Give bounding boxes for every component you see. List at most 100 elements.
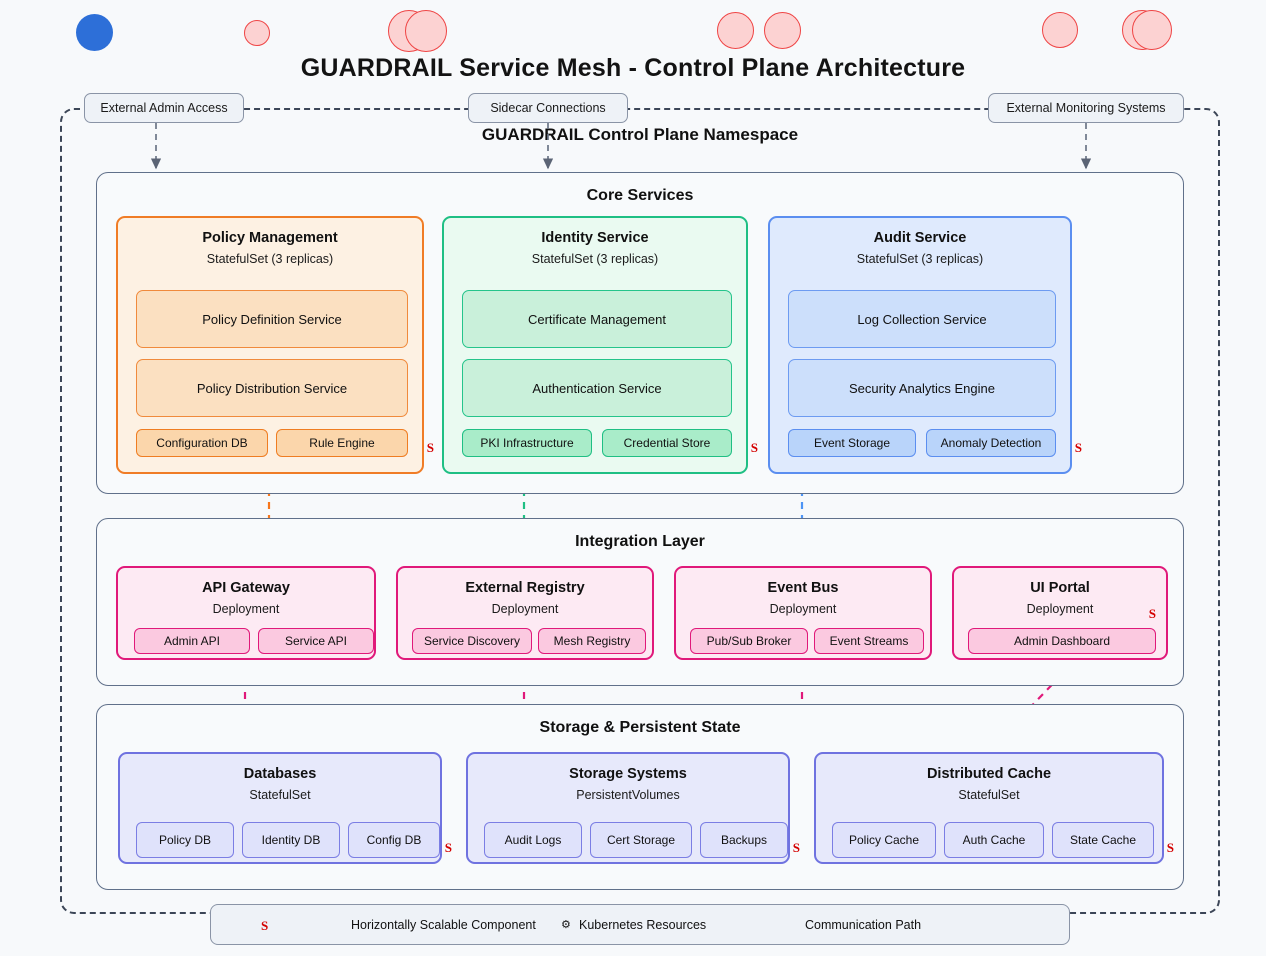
external-label-sidecar-connections[interactable]: Sidecar Connections: [468, 93, 628, 123]
chip-label: Auth Cache: [962, 833, 1026, 847]
card-subtitle-ui-portal: Deployment: [1026, 602, 1094, 616]
decorative-circle-pink-6: [1042, 12, 1078, 48]
chip-state-cache[interactable]: State Cache: [1052, 822, 1154, 858]
chip-pki-infrastructure[interactable]: PKI Infrastructure: [462, 429, 592, 457]
chip-rule-engine[interactable]: Rule Engine: [276, 429, 408, 457]
card-databases[interactable]: Databases StatefulSet Policy DB Identity…: [118, 752, 452, 864]
card-event-bus[interactable]: Event Bus Deployment Pub/Sub Broker Even…: [674, 566, 932, 660]
decorative-circle-blue: [76, 14, 113, 51]
card-title-ui-portal: UI Portal: [1030, 580, 1090, 596]
subservice-log-collection[interactable]: Log Collection Service: [788, 290, 1056, 348]
subservice-certificate-management[interactable]: Certificate Management: [462, 290, 732, 348]
card-subtitle-audit-service: StatefulSet (3 replicas): [856, 252, 984, 266]
chip-label: Admin API: [163, 634, 221, 648]
chip-credential-store[interactable]: Credential Store: [602, 429, 732, 457]
chip-configuration-db[interactable]: Configuration DB: [136, 429, 268, 457]
card-external-registry[interactable]: External Registry Deployment Service Dis…: [396, 566, 654, 660]
chip-anomaly-detection[interactable]: Anomaly Detection: [926, 429, 1056, 457]
card-title-audit-service: Audit Service: [873, 230, 967, 246]
scalable-badge-databases: S: [444, 840, 452, 855]
chip-label: Pub/Sub Broker: [706, 634, 792, 648]
card-subtitle-storage-systems: PersistentVolumes: [576, 788, 680, 802]
card-distributed-cache[interactable]: Distributed Cache StatefulSet Policy Cac…: [814, 752, 1174, 864]
chip-mesh-registry[interactable]: Mesh Registry: [538, 628, 646, 654]
chip-cert-storage[interactable]: Cert Storage: [590, 822, 692, 858]
card-storage-systems[interactable]: Storage Systems PersistentVolumes Audit …: [466, 752, 800, 864]
subservice-label: Security Analytics Engine: [849, 380, 995, 396]
subservice-label: Policy Definition Service: [202, 311, 342, 327]
legend-scalable-text: Horizontally Scalable Component: [351, 918, 536, 932]
card-subtitle-event-bus: Deployment: [769, 602, 837, 616]
chip-label: Audit Logs: [504, 833, 562, 847]
decorative-circle-pink-1: [244, 20, 270, 46]
chip-admin-api[interactable]: Admin API: [134, 628, 250, 654]
chip-label: Rule Engine: [309, 436, 375, 450]
chip-label: Cert Storage: [606, 833, 676, 847]
card-title-api-gateway: API Gateway: [202, 580, 290, 596]
chip-identity-db[interactable]: Identity DB: [242, 822, 340, 858]
chip-service-discovery[interactable]: Service Discovery: [412, 628, 532, 654]
external-label-text: External Monitoring Systems: [1006, 101, 1166, 115]
subservice-label: Policy Distribution Service: [196, 380, 348, 396]
card-subtitle-external-registry: Deployment: [491, 602, 559, 616]
scalable-badge-ui-portal: S: [1148, 606, 1156, 621]
decorative-circle-pink-5: [764, 12, 801, 49]
chip-service-api[interactable]: Service API: [258, 628, 374, 654]
chip-event-storage[interactable]: Event Storage: [788, 429, 916, 457]
group-title-integration-layer: Integration Layer: [575, 533, 705, 550]
chip-label: PKI Infrastructure: [480, 436, 574, 450]
chip-admin-dashboard[interactable]: Admin Dashboard: [968, 628, 1156, 654]
chip-policy-cache[interactable]: Policy Cache: [832, 822, 936, 858]
chip-config-db[interactable]: Config DB: [348, 822, 440, 858]
chip-auth-cache[interactable]: Auth Cache: [944, 822, 1044, 858]
subservice-label: Authentication Service: [532, 380, 662, 396]
chip-label: Policy Cache: [848, 833, 920, 847]
page-title: GUARDRAIL Service Mesh - Control Plane A…: [300, 54, 966, 82]
chip-backups[interactable]: Backups: [700, 822, 788, 858]
external-label-text: Sidecar Connections: [490, 101, 606, 115]
chip-label: Mesh Registry: [553, 634, 631, 648]
card-identity-service[interactable]: Identity Service StatefulSet (3 replicas…: [442, 216, 758, 474]
external-label-admin-access[interactable]: External Admin Access: [84, 93, 244, 123]
chip-label: Event Storage: [813, 436, 891, 450]
card-audit-service[interactable]: Audit Service StatefulSet (3 replicas) L…: [768, 216, 1082, 474]
namespace-title: GUARDRAIL Control Plane Namespace: [481, 125, 799, 144]
card-ui-portal[interactable]: UI Portal Deployment Admin Dashboard S: [952, 566, 1168, 660]
group-title-storage: Storage & Persistent State: [539, 719, 741, 736]
chip-label: Credential Store: [623, 436, 711, 450]
chip-label: Backups: [720, 833, 768, 847]
subservice-policy-definition[interactable]: Policy Definition Service: [136, 290, 408, 348]
chip-label: Policy DB: [158, 833, 211, 847]
subservice-authentication-service[interactable]: Authentication Service: [462, 359, 732, 417]
card-policy-management[interactable]: Policy Management StatefulSet (3 replica…: [116, 216, 434, 474]
chip-label: Configuration DB: [156, 436, 248, 450]
subservice-security-analytics[interactable]: Security Analytics Engine: [788, 359, 1056, 417]
card-title-policy-management: Policy Management: [202, 230, 338, 246]
chip-label: Event Streams: [829, 634, 909, 648]
scalable-badge-audit-service: S: [1074, 440, 1082, 455]
chip-label: Anomaly Detection: [940, 436, 1042, 450]
chip-event-streams[interactable]: Event Streams: [814, 628, 924, 654]
card-title-identity-service: Identity Service: [541, 230, 649, 246]
card-api-gateway[interactable]: API Gateway Deployment Admin API Service…: [116, 566, 376, 660]
chip-policy-db[interactable]: Policy DB: [136, 822, 234, 858]
scalable-badge-identity-service: S: [750, 440, 758, 455]
card-title-event-bus: Event Bus: [767, 580, 839, 596]
decorative-circle-pink-4: [717, 12, 754, 49]
gear-icon: ⚙: [561, 919, 571, 931]
subservice-label: Certificate Management: [527, 311, 666, 327]
external-label-text: External Admin Access: [100, 101, 228, 115]
legend: S Horizontally Scalable Component ⚙ Kube…: [210, 904, 1070, 945]
group-title-core-services: Core Services: [586, 187, 694, 204]
scalable-badge-storage-systems: S: [792, 840, 800, 855]
external-label-external-monitoring[interactable]: External Monitoring Systems: [988, 93, 1184, 123]
subservice-policy-distribution[interactable]: Policy Distribution Service: [136, 359, 408, 417]
decorative-circle-pink-3: [405, 10, 447, 52]
card-title-storage-systems: Storage Systems: [569, 766, 687, 782]
card-title-external-registry: External Registry: [465, 580, 585, 596]
chip-label: Service Discovery: [423, 634, 521, 648]
legend-communication-path-text: Communication Path: [805, 918, 922, 932]
chip-pubsub-broker[interactable]: Pub/Sub Broker: [690, 628, 808, 654]
chip-audit-logs[interactable]: Audit Logs: [484, 822, 582, 858]
